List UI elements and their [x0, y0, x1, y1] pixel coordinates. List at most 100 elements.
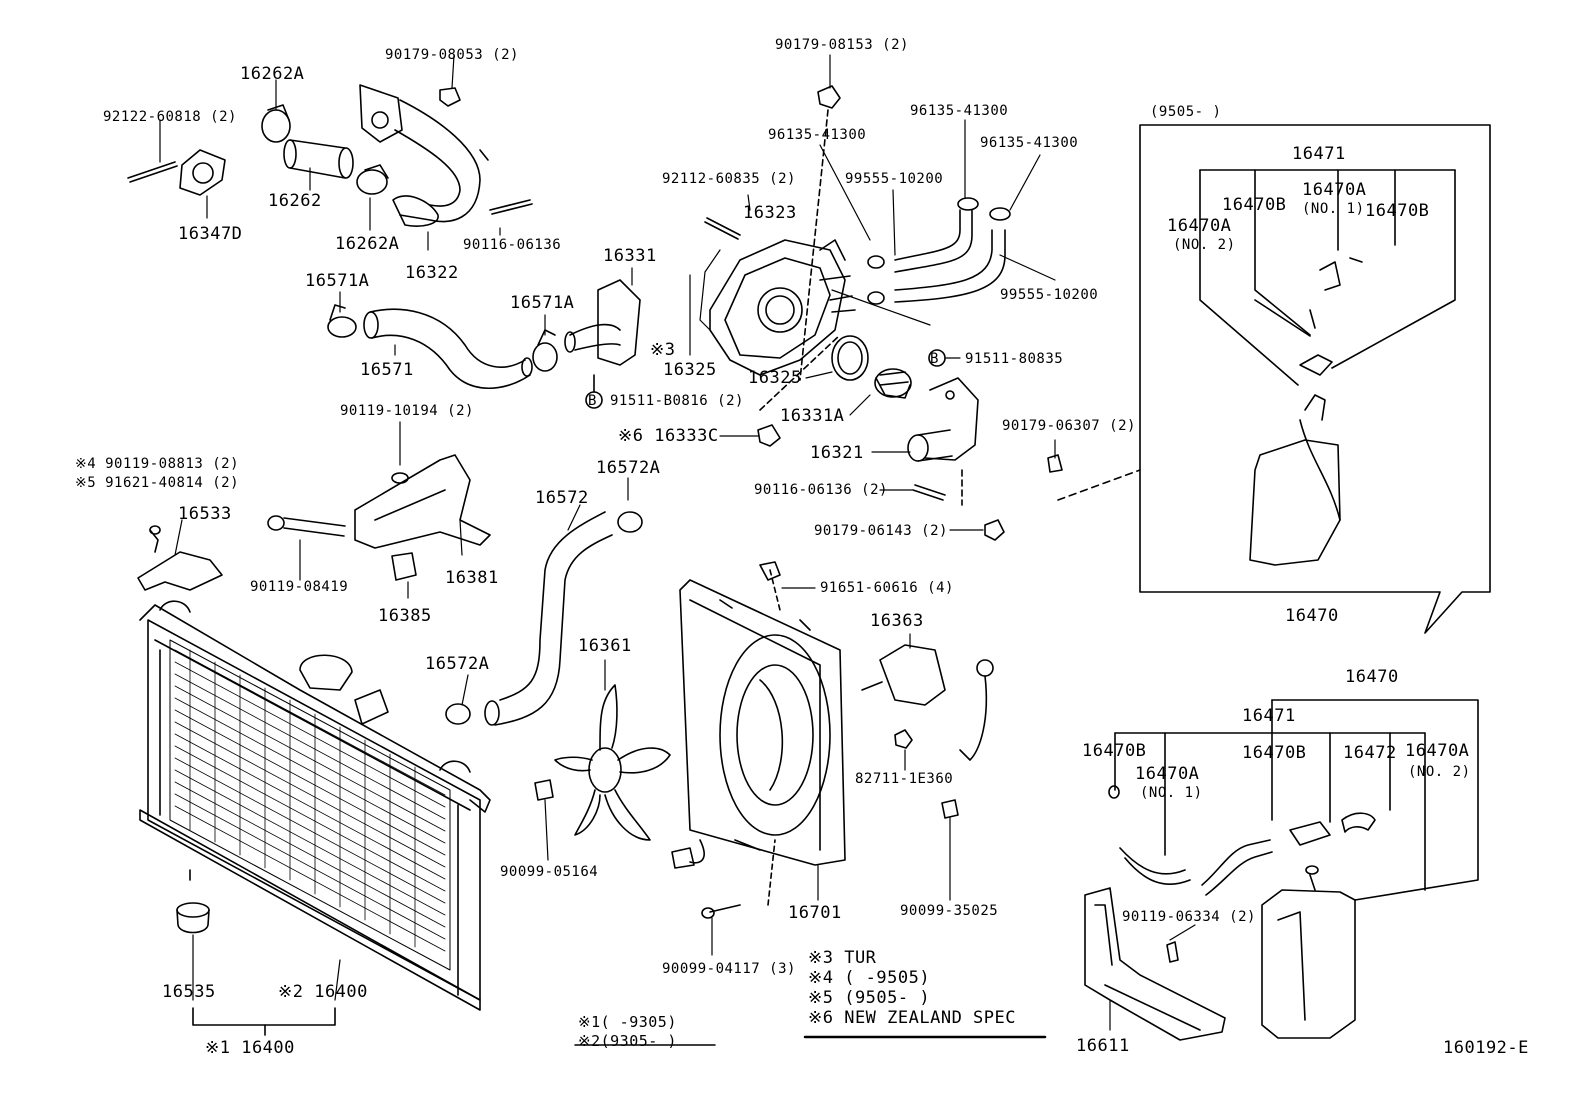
- block-16385: [391, 552, 417, 581]
- label-90099-05164: 90099-05164: [500, 864, 599, 880]
- plug-16333C: [757, 334, 841, 447]
- legend-left-2: ※2(9305- ): [578, 1032, 677, 1050]
- label-16331: 16331: [603, 246, 657, 266]
- label-96135-41300-c: 96135-41300: [980, 135, 1079, 151]
- right-label-16470B-a: 16470B: [1082, 741, 1147, 761]
- bolt-91651: [759, 561, 781, 581]
- legend-left-1: ※1( -9305): [578, 1013, 677, 1031]
- inset-frame: [1139, 124, 1491, 634]
- label-96135-41300-b: 96135-41300: [768, 127, 867, 143]
- label-16571A-right: 16571A: [510, 293, 575, 313]
- right-label-16470A-no1: 16470A: [1135, 764, 1200, 784]
- legend-right-4: ※6 NEW ZEALAND SPEC: [808, 1008, 1016, 1028]
- label-90179-06143: 90179-06143 (2): [814, 523, 948, 539]
- bracket-16611: [1084, 887, 1226, 1041]
- label-90119-08419: 90119-08419: [250, 579, 349, 595]
- callout-b-right: [928, 349, 946, 367]
- nut-90099-05164: [534, 779, 554, 801]
- label-90179-06307: 90179-06307 (2): [1002, 418, 1136, 434]
- right-label-16611: 16611: [1076, 1036, 1130, 1056]
- label-82711-1E360: 82711-1E360: [855, 771, 954, 787]
- right-label-90119-06334: 90119-06334 (2): [1122, 909, 1256, 925]
- hose-99555-a: [894, 209, 973, 273]
- label-90099-04117: 90099-04117 (3): [662, 961, 796, 977]
- hose-16470B: [1201, 839, 1273, 896]
- clip-90179-06307: [1047, 454, 1141, 501]
- inset-date-range: (9505- ): [1150, 104, 1222, 120]
- label-16535: 16535: [162, 982, 216, 1002]
- label-90119-08813: ※4 90119-08813 (2): [75, 456, 240, 472]
- label-92112-60835: 92112-60835 (2): [662, 171, 796, 187]
- label-16533: 16533: [178, 504, 232, 524]
- hose-16472: [1341, 812, 1376, 833]
- label-b-left: B: [588, 393, 597, 409]
- label-16572A-top: 16572A: [596, 458, 661, 478]
- label-91511-80835: 91511-80835: [965, 351, 1064, 367]
- bracket-16400: [192, 1007, 336, 1026]
- clip-16470B-left: [1108, 785, 1120, 799]
- gasket-16325: [831, 335, 869, 381]
- label-90099-35025: 90099-35025: [900, 903, 999, 919]
- label-90119-10194: 90119-10194 (2): [340, 403, 474, 419]
- inset-label-16470B-a: 16470B: [1222, 195, 1287, 215]
- label-16400-note1: ※1 16400: [205, 1038, 295, 1058]
- right-label-16470: 16470: [1345, 667, 1399, 687]
- right-label-16470B-b: 16470B: [1242, 743, 1307, 763]
- right-label-16471: 16471: [1242, 706, 1296, 726]
- dash-04117: [767, 839, 776, 906]
- radiator-drawing: [139, 600, 491, 1011]
- clamps-96135: [867, 197, 1011, 305]
- label-16262A-top: 16262A: [240, 64, 305, 84]
- label-90179-08153: 90179-08153 (2): [775, 37, 909, 53]
- label-96135-41300-a: 96135-41300: [910, 103, 1009, 119]
- hose-16262: [283, 139, 354, 179]
- label-16571A-left: 16571A: [305, 271, 370, 291]
- clip-90099-35025: [941, 799, 959, 819]
- gasket-16325-inner: [837, 341, 863, 375]
- label-note3: ※3: [650, 340, 676, 360]
- label-16325-a: 16325: [663, 360, 717, 380]
- label-16363: 16363: [870, 611, 924, 631]
- fan-16361: [554, 684, 671, 841]
- label-99555-10200-a: 99555-10200: [845, 171, 944, 187]
- label-16400-note2: ※2 16400: [278, 982, 368, 1002]
- label-16572: 16572: [535, 488, 589, 508]
- bracket-16381: [354, 454, 491, 549]
- label-16331A: 16331A: [780, 406, 845, 426]
- diagram-id: 160192-E: [1443, 1038, 1529, 1058]
- cap-16471: [1289, 821, 1331, 846]
- legend-right-1: ※3 TUR: [808, 948, 877, 968]
- label-16322: 16322: [405, 263, 459, 283]
- hose-16572: [484, 511, 613, 726]
- nut-90179-06143: [984, 519, 1005, 541]
- leader-lines: [159, 54, 1196, 1031]
- hose-16571: [363, 308, 533, 390]
- housing-16323: [699, 239, 856, 376]
- inset-label-no1: (NO. 1): [1302, 201, 1365, 217]
- label-16701: 16701: [788, 903, 842, 923]
- bolt-head-90099-04117: [701, 907, 715, 919]
- label-b-right: B: [930, 351, 939, 367]
- legend-right-3: ※5 (9505- ): [808, 988, 931, 1008]
- inset-reservoir-drawing: [1199, 169, 1456, 566]
- label-91511-B0816: 91511-B0816 (2): [610, 393, 744, 409]
- clamp-16262A-bottom: [356, 164, 389, 195]
- right-label-16472: 16472: [1343, 743, 1397, 763]
- gasket-16347D: [179, 149, 226, 196]
- dash-91651: [769, 569, 781, 611]
- clip-82711: [894, 729, 913, 749]
- bolt-90119-06334: [1166, 941, 1179, 963]
- thermostat-16331A: [874, 368, 912, 399]
- label-16325-b: 16325: [748, 368, 802, 388]
- motor-16363: [861, 644, 994, 761]
- pipe-16322: [359, 84, 489, 227]
- label-16347D: 16347D: [178, 224, 243, 244]
- right-label-16470A-no2: 16470A: [1405, 741, 1470, 761]
- inset-label-16470A-no2: 16470A: [1167, 216, 1232, 236]
- label-16385: 16385: [378, 606, 432, 626]
- label-16361: 16361: [578, 636, 632, 656]
- label-16323: 16323: [743, 203, 797, 223]
- label-16321: 16321: [810, 443, 864, 463]
- inset-label-16470A-no1: 16470A: [1302, 180, 1367, 200]
